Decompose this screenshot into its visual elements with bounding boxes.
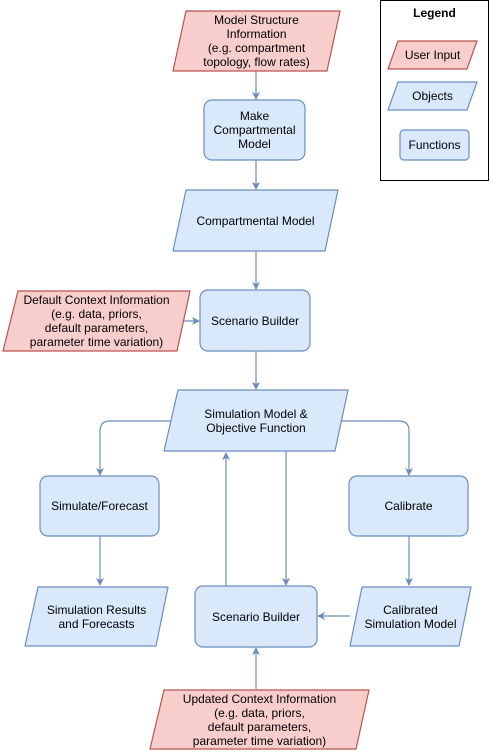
- compartmental-model-shape: [172, 189, 339, 252]
- updated-context-info-shape: [149, 689, 370, 750]
- edges: [96, 71, 413, 689]
- legend-objects-shape: [387, 81, 478, 111]
- make-compartmental-model-shape: [203, 99, 306, 161]
- simulation-model-shape: [163, 389, 349, 452]
- simulation-results-shape: [24, 586, 169, 647]
- simulate-forecast-shape: [39, 475, 160, 537]
- calibrate-shape: [348, 475, 469, 537]
- scenario-builder-bottom-shape: [194, 585, 318, 648]
- model-structure-info-shape: [172, 10, 341, 72]
- edge-simulation-to-simulate: [96, 420, 178, 476]
- calibrated-model-shape: [349, 586, 472, 647]
- nodes: [2, 10, 472, 750]
- legend: [380, 0, 489, 181]
- default-context-info-shape: [2, 290, 191, 352]
- legend-functions-shape: [399, 129, 470, 161]
- legend-user-input-shape: [387, 40, 478, 70]
- edge-simulation-to-calibrate: [339, 420, 413, 476]
- scenario-builder-top-shape: [199, 289, 311, 352]
